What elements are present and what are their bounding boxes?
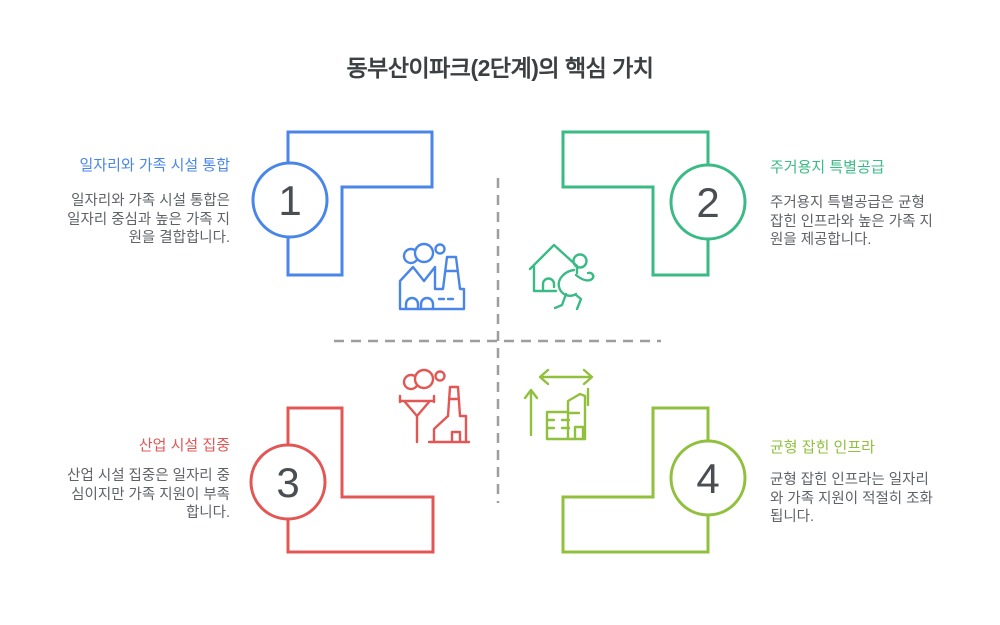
- step-3-circle: [249, 443, 327, 521]
- quadrant-4-text-block: 균형 잡힌 인프라 균형 잡힌 인프라는 일자리 와 가족 지원이 적절히 조화…: [770, 438, 975, 527]
- quadrant-2-body: 주거용지 특별공급은 균형 잡힌 인프라와 높은 가족 지 원을 제공합니다.: [770, 195, 933, 248]
- quadrant-1-body: 일자리와 가족 시설 통합은 일자리 중심과 높은 가족 지 원을 결합합니다.: [67, 193, 230, 246]
- quadrant-1-text-block: 일자리와 가족 시설 통합 일자리와 가족 시설 통합은 일자리 중심과 높은 …: [30, 156, 230, 248]
- quadrant-4-body: 균형 잡힌 인프라는 일자리 와 가족 지원이 적절히 조화 됩니다.: [770, 472, 933, 525]
- step-4-number: 4: [696, 455, 719, 502]
- industrial-factory-icon: [398, 368, 471, 444]
- balanced-building-icon: [523, 368, 594, 441]
- quadrant-2-heading: 주거용지 특별공급: [770, 159, 885, 176]
- quadrant-4-heading: 균형 잡힌 인프라: [770, 439, 875, 456]
- step-2-circle: [669, 163, 747, 241]
- page-title: 동부산이파크(2단계)의 핵심 가치: [346, 55, 654, 81]
- quadrant-3-text-block: 산업 시설 집중 산업 시설 집중은 일자리 중 심이지만 가족 지원이 부족 …: [30, 436, 230, 523]
- quadrant-4-shape: 4: [561, 406, 747, 554]
- step-3-number: 3: [276, 459, 299, 506]
- quadrant-2-text-block: 주거용지 특별공급 주거용지 특별공급은 균형 잡힌 인프라와 높은 가족 지 …: [770, 158, 975, 250]
- quadrant-3-shape: 3: [249, 406, 435, 554]
- house-family-icon: [528, 243, 595, 311]
- factory-icon: [398, 242, 466, 311]
- quadrant-1-shape: 1: [251, 130, 434, 277]
- step-1-number: 1: [278, 177, 301, 224]
- step-1-circle: [251, 161, 329, 239]
- step-2-number: 2: [696, 179, 719, 226]
- quadrant-1-heading: 일자리와 가족 시설 통합: [79, 157, 230, 174]
- quadrant-3-heading: 산업 시설 집중: [138, 437, 230, 454]
- step-4-circle: [669, 439, 747, 517]
- quadrant-2-shape: 2: [561, 130, 747, 277]
- quadrant-3-body: 산업 시설 집중은 일자리 중 심이지만 가족 지원이 부족 합니다.: [67, 468, 230, 521]
